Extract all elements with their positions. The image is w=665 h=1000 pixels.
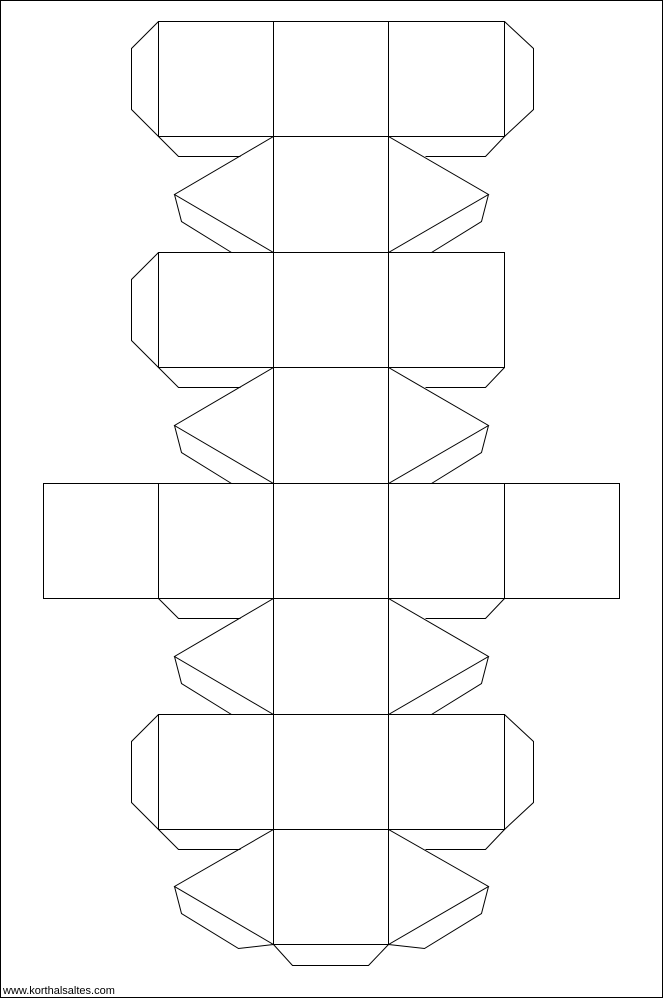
square-face bbox=[388, 252, 505, 368]
glue-tab bbox=[425, 829, 505, 850]
triangle-face bbox=[388, 135, 490, 254]
triangle-face bbox=[388, 366, 490, 485]
glue-tab bbox=[131, 252, 159, 368]
glue-tab bbox=[425, 136, 505, 157]
glue-tab bbox=[431, 194, 489, 253]
square-face bbox=[43, 483, 159, 599]
glue-tab bbox=[158, 367, 241, 388]
glue-tab bbox=[388, 886, 489, 950]
glue-tab bbox=[158, 598, 241, 619]
square-face bbox=[273, 21, 389, 137]
triangle-face bbox=[388, 828, 490, 946]
glue-tab bbox=[273, 944, 389, 966]
glue-tab bbox=[425, 367, 505, 388]
square-face bbox=[158, 714, 274, 830]
triangle-band-2 bbox=[173, 366, 490, 485]
glue-tab bbox=[174, 656, 232, 715]
square-face bbox=[388, 21, 505, 137]
square-face bbox=[273, 136, 389, 253]
square-face bbox=[388, 714, 505, 830]
square-face bbox=[273, 714, 389, 830]
square-face bbox=[388, 483, 505, 599]
triangle-face bbox=[173, 828, 274, 946]
glue-tab bbox=[158, 136, 241, 157]
glue-tab bbox=[131, 714, 159, 830]
square-face bbox=[504, 483, 620, 599]
triangle-band-4 bbox=[173, 828, 490, 966]
square-face bbox=[273, 483, 389, 599]
glue-tab bbox=[158, 829, 241, 850]
glue-tab bbox=[174, 425, 232, 484]
square-face bbox=[273, 252, 389, 368]
square-face bbox=[158, 483, 274, 599]
glue-tab bbox=[174, 194, 232, 253]
square-band-2 bbox=[131, 252, 505, 388]
glue-tab bbox=[504, 714, 534, 830]
square-face bbox=[158, 252, 274, 368]
website-credit: www.korthalsaltes.com bbox=[3, 985, 115, 997]
glue-tab bbox=[174, 886, 274, 950]
square-face bbox=[273, 829, 389, 945]
square-face bbox=[158, 21, 274, 137]
square-band-3 bbox=[43, 483, 620, 619]
triangle-face bbox=[173, 135, 274, 254]
glue-tab bbox=[431, 425, 489, 484]
square-face bbox=[273, 598, 389, 715]
triangle-band-3 bbox=[173, 597, 490, 716]
square-face bbox=[273, 367, 389, 484]
glue-tab bbox=[425, 598, 505, 619]
triangle-face bbox=[388, 597, 490, 716]
glue-tab bbox=[431, 656, 489, 715]
triangle-band-1 bbox=[173, 135, 490, 254]
glue-tab bbox=[504, 21, 534, 137]
triangle-face bbox=[173, 597, 274, 716]
glue-tab bbox=[131, 21, 159, 137]
triangle-face bbox=[173, 366, 274, 485]
